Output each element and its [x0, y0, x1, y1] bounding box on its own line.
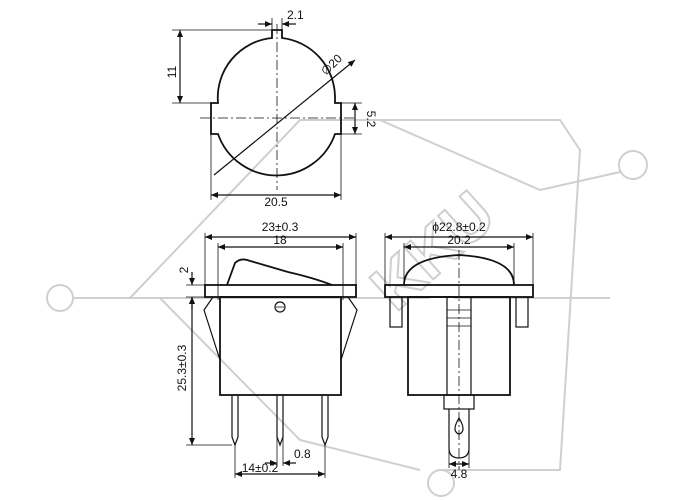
dim-side-body-width: 20.2	[447, 233, 471, 247]
dim-terminal-thickness: 0.8	[294, 447, 311, 461]
dim-width: 20.5	[264, 195, 288, 209]
dim-flat: 5.2	[364, 111, 378, 128]
dim-terminal-span: 14±0.2	[242, 461, 279, 475]
dim-diameter: ∅20	[318, 51, 345, 78]
dim-bezel-width: 23±0.3	[262, 220, 299, 234]
dim-height: 11	[165, 65, 179, 78]
dim-total-height: 25.3±0.3	[175, 344, 189, 391]
dim-bezel-diameter: ϕ22.8±0.2	[432, 220, 486, 234]
dim-terminal-width: 4.8	[451, 467, 468, 481]
dim-body-width: 18	[273, 233, 287, 247]
top-view: 2.1 ∅20 11 5.2 20.5	[165, 8, 378, 209]
dim-tab-width: 2.1	[287, 8, 304, 22]
front-view: 23±0.3 18 2 25.3±0.3 0.8	[175, 220, 358, 478]
watermark: KKU	[46, 119, 648, 497]
side-view: ϕ22.8±0.2 20.2 4.8	[384, 220, 534, 481]
dim-bezel-thickness: 2	[177, 266, 191, 273]
watermark-text: KKU	[357, 177, 508, 323]
